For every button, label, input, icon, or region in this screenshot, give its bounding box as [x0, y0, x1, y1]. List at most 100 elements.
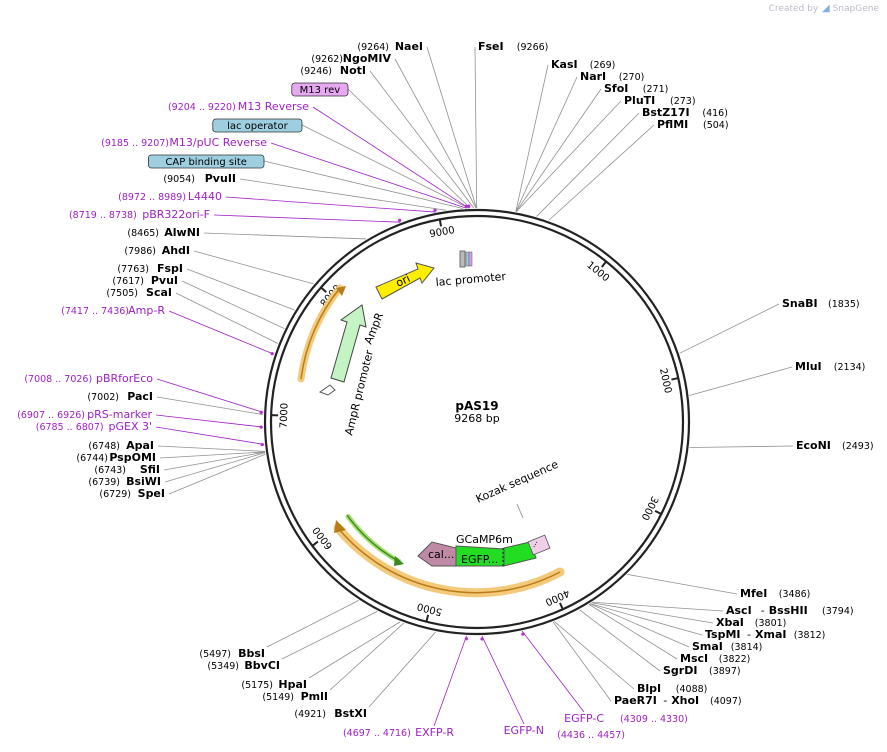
leader-line [516, 100, 622, 212]
enzyme-name: NaeI [395, 40, 423, 53]
leader-line [263, 160, 463, 209]
enzyme-name: SfiI [140, 463, 160, 476]
leader-line [515, 76, 578, 212]
enzyme-name: HpaI [278, 678, 307, 691]
enzyme-name: AhdI [162, 244, 190, 257]
primer-name: pBRforEco [96, 372, 153, 385]
leader-line [168, 453, 266, 495]
site-position: (2493) [842, 441, 874, 452]
leader-line [548, 124, 655, 221]
site-position: (6729) [99, 489, 131, 500]
site-position: (8719 .. 8738) [69, 210, 137, 221]
enzyme-name: KasI [551, 58, 578, 71]
primer-name: pRS-marker [87, 408, 152, 421]
enzyme-name: XmaI [755, 628, 786, 641]
site-position: (3486) [779, 589, 811, 600]
primer-mark [260, 443, 264, 447]
feature-box [212, 118, 303, 133]
orf-arc-gcamp-line [337, 527, 561, 594]
leader-line [521, 630, 585, 713]
site-position: (7008 .. 7026) [24, 374, 92, 385]
tick-label: 2000 [657, 367, 673, 394]
enzyme-separator: - [761, 604, 765, 617]
leader-lines [155, 46, 794, 727]
feature-lac-promoter[interactable]: lac promoter [435, 250, 507, 289]
enzyme-name: BbvCI [244, 659, 280, 672]
leader-line [281, 610, 378, 660]
leader-line [312, 106, 470, 209]
site-position: (273) [670, 96, 696, 107]
primer-mark [467, 204, 471, 208]
leader-line [433, 635, 467, 727]
leader-line [203, 232, 367, 240]
leader-line [181, 280, 285, 329]
plasmid-size: 9268 bp [454, 412, 499, 425]
leader-line [591, 602, 714, 624]
leader-line [168, 310, 275, 355]
site-position: (2134) [834, 362, 866, 373]
site-position: (3822) [719, 654, 751, 665]
enzyme-name: PvuI [151, 274, 178, 287]
enzyme-name: BstXI [334, 707, 367, 720]
enzyme-name: XbaI [716, 616, 744, 629]
tick-mark [320, 286, 327, 293]
feature-kozak-label: Kozak sequence [474, 458, 561, 506]
site-position: (8972 .. 8989) [118, 192, 186, 203]
primer-name: M13/pUC Reverse [169, 136, 267, 149]
leader-line [175, 292, 279, 344]
site-position: (9185 .. 9207) [101, 138, 169, 149]
enzyme-name: NgoMIV [343, 52, 392, 65]
tick-mark [671, 377, 679, 381]
primer-name: L4440 [188, 190, 222, 203]
enzyme-name: PaeR7I [614, 694, 657, 707]
leader-line [157, 445, 266, 452]
leader-line [369, 70, 475, 209]
site-position: (9266) [517, 42, 549, 53]
site-position: (5175) [241, 680, 273, 691]
primer-name: EGFP-C [564, 712, 604, 725]
feature-egfp-ellipsis: ... [528, 538, 540, 549]
feature-ori-label: ori [394, 272, 412, 290]
leader-line [554, 621, 635, 690]
feature-arrow-green [394, 556, 404, 566]
site-position: (3801) [755, 618, 787, 629]
enzyme-name: BbsI [238, 647, 265, 660]
enzyme-name: PmlI [301, 690, 328, 703]
tick-mark [654, 509, 662, 515]
site-position: (4097) [710, 696, 742, 707]
backbone-inner [269, 214, 685, 630]
site-position: (271) [643, 84, 669, 95]
feature-gcamp6m-arrow[interactable]: cal... EGFP... ... [417, 534, 551, 567]
primer-mark [398, 218, 402, 222]
feature-box [147, 154, 265, 169]
site-position: (3812) [794, 630, 826, 641]
site-position: (5497) [199, 649, 231, 660]
site-position: (270) [619, 72, 645, 83]
site-position: (7505) [106, 288, 138, 299]
site-position: (9262) [311, 54, 343, 65]
site-position: (9204 .. 9220) [168, 102, 236, 113]
leader-line [536, 112, 640, 217]
enzyme-name: PvuII [205, 172, 236, 185]
site-position: (7617) [112, 276, 144, 287]
feature-ori[interactable]: ori [375, 262, 435, 300]
enzyme-name: BlpI [637, 682, 661, 695]
tick-mark [601, 260, 607, 268]
brand-product: SnapGene [832, 4, 879, 14]
enzyme-name: XhoI [671, 694, 699, 707]
leader-line [368, 631, 436, 708]
leader-line [515, 88, 602, 212]
snapgene-brand: Created by ◢ SnapGene [769, 3, 879, 14]
enzyme-name: SfoI [604, 82, 628, 95]
feature-egfp-label: EGFP... [461, 553, 498, 566]
orf-arc-ampr-line [300, 287, 341, 380]
enzyme-name: ApaI [126, 439, 154, 452]
leader-line [301, 124, 469, 209]
leader-line [156, 378, 264, 413]
feature-lac-promoter-label: lac promoter [435, 270, 507, 289]
site-position: (6907 .. 6926) [17, 410, 85, 421]
enzyme-name: AscI [726, 604, 752, 617]
site-position: (6743) [94, 465, 126, 476]
enzyme-name: EcoNI [796, 439, 831, 452]
